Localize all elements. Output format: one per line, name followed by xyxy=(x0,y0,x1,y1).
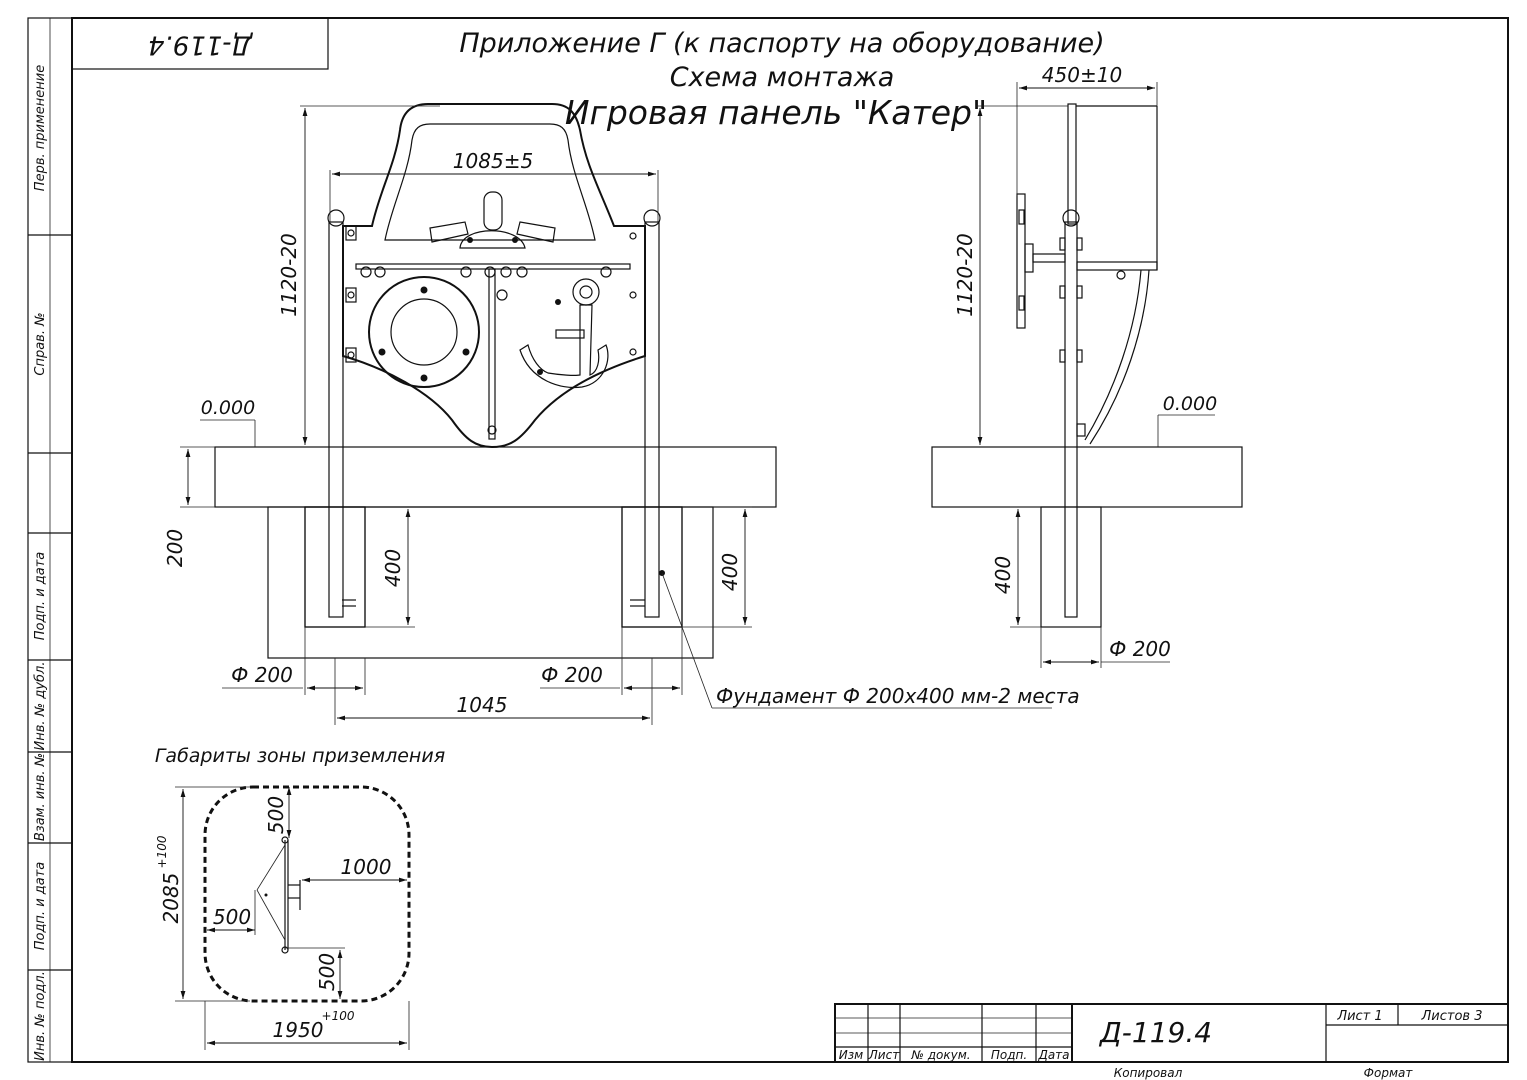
front-width-dim: 1085±5 xyxy=(453,149,533,173)
panel-handle-cutout xyxy=(384,123,596,241)
front-post-bolts xyxy=(345,225,637,363)
side-panel-plate xyxy=(1067,103,1077,225)
front-pit-left xyxy=(304,506,366,628)
zone-width-tol: +100 xyxy=(322,1009,355,1023)
zone-dim-left: 500 xyxy=(213,905,251,929)
stamp-box: Д-119.4 xyxy=(71,17,329,70)
side-label-0: Перв. применение xyxy=(33,65,48,191)
zone-width-dim: 1950 xyxy=(273,1018,324,1042)
side-label-4: Взам. инв. № xyxy=(33,753,48,841)
side-view: 450±10 1120-20 0.000 400 Ф 200 xyxy=(931,63,1243,668)
anchor-icon xyxy=(519,278,609,389)
front-pit-right xyxy=(621,506,683,628)
tb-code: Д-119.4 xyxy=(1098,1016,1212,1049)
title-line1: Приложение Г (к паспорту на оборудование… xyxy=(459,28,1104,59)
side-label-5: Подп. и дата xyxy=(33,862,48,951)
foundation-note: Фундамент Ф 200х400 мм-2 места xyxy=(716,684,1080,708)
front-slab-dim: 200 xyxy=(163,529,187,567)
tb-sheets: Листов 3 xyxy=(1421,1009,1483,1024)
front-post-left xyxy=(327,209,356,618)
side-width-dim: 450±10 xyxy=(1042,63,1122,87)
steering-wheel-icon xyxy=(429,191,556,249)
porthole-icon xyxy=(368,276,480,388)
title-block: Изм Лист № докум. Подп. Дата Д-119.4 Лис… xyxy=(834,1003,1509,1080)
tb-col-sign: Подп. xyxy=(991,1048,1027,1062)
tb-copied: Копировал xyxy=(1114,1066,1183,1080)
front-slab xyxy=(214,446,777,508)
zone-dim-right: 1000 xyxy=(341,855,392,879)
tb-col-date: Дата xyxy=(1037,1048,1069,1062)
tb-col-list: Лист xyxy=(868,1048,900,1062)
sheet-frame xyxy=(27,17,1509,1063)
front-vertical-bar xyxy=(488,268,496,440)
zone-height-tol: +100 xyxy=(155,835,169,868)
tb-col-doc: № докум. xyxy=(910,1048,970,1062)
title-line3: Игровая панель "Катер" xyxy=(565,93,987,132)
stamp-code-rotated: Д-119.4 xyxy=(148,30,253,60)
front-dia-left: Ф 200 xyxy=(231,663,293,687)
side-label-1: Справ. № xyxy=(33,312,48,375)
front-height-dim: 1120-20 xyxy=(277,233,301,317)
side-pit xyxy=(1040,506,1102,628)
side-depth-dim: 400 xyxy=(991,556,1015,594)
zone-outline xyxy=(203,785,411,1003)
zone-height-dim: 2085 xyxy=(159,873,183,924)
front-view: 1085±5 1120-20 0.000 200 400 400 Ф 200 xyxy=(163,103,1080,725)
front-dia-right: Ф 200 xyxy=(541,663,603,687)
front-level: 0.000 xyxy=(201,397,255,419)
tb-sheet: Лист 1 xyxy=(1336,1009,1382,1024)
zone-dim-top: 500 xyxy=(264,796,288,834)
front-panel xyxy=(342,103,646,449)
side-level: 0.000 xyxy=(1163,393,1217,415)
side-strip: Перв. применение Справ. № Подп. и дата И… xyxy=(33,65,48,1061)
landing-zone: Габариты зоны приземления 500 1000 500 5… xyxy=(155,745,445,1050)
tb-col-izm: Изм xyxy=(839,1048,863,1062)
zone-title: Габариты зоны приземления xyxy=(155,745,445,767)
drawing-title: Приложение Г (к паспорту на оборудование… xyxy=(459,28,1104,132)
front-foundation-block xyxy=(267,506,714,659)
zone-equipment-plan xyxy=(256,836,301,954)
side-slab xyxy=(931,446,1243,508)
tb-format: Формат xyxy=(1364,1066,1414,1080)
side-label-6: Инв. № подл. xyxy=(33,971,48,1061)
title-line2: Схема монтажа xyxy=(670,62,895,93)
front-depth-left: 400 xyxy=(381,549,405,587)
zone-dim-bottom: 500 xyxy=(315,953,339,991)
side-post xyxy=(1064,221,1078,618)
front-depth-right: 400 xyxy=(718,553,742,591)
side-label-3: Инв. № дубл. xyxy=(33,662,48,751)
front-span-dim: 1045 xyxy=(457,693,508,717)
side-dia-dim: Ф 200 xyxy=(1109,637,1171,661)
front-post-right xyxy=(630,209,661,618)
side-label-2: Подп. и дата xyxy=(33,552,48,641)
side-height-dim: 1120-20 xyxy=(953,233,977,317)
